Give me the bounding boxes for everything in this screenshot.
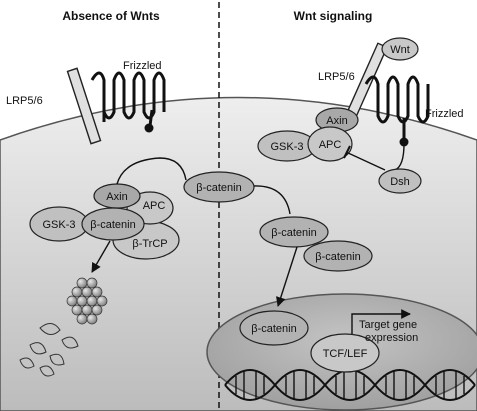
dsh-inhibition-line bbox=[345, 151, 386, 171]
header-absence-of-wnts: Absence of Wnts bbox=[62, 9, 160, 23]
wnt-label: Wnt bbox=[390, 44, 410, 56]
nuclear-bcatenin-protein bbox=[239, 310, 309, 346]
target-gene-label-line2: expression bbox=[365, 332, 418, 344]
target-gene-label-line1: Target gene bbox=[359, 319, 417, 331]
left-bcatenin-label: β-catenin bbox=[90, 219, 135, 231]
right-bcatenin-protein-1 bbox=[259, 216, 329, 248]
left-bcatenin-protein bbox=[81, 207, 145, 241]
header-wnt-signaling: Wnt signaling bbox=[294, 9, 373, 23]
right-axin-label: Axin bbox=[326, 115, 347, 127]
right-destruction-complex bbox=[257, 107, 359, 162]
wnt-ligand bbox=[381, 37, 419, 61]
right-apc-label: APC bbox=[319, 139, 342, 151]
dsh-label: Dsh bbox=[390, 176, 410, 188]
degradation-fragments bbox=[19, 323, 79, 377]
tcf-lef-label: TCF/LEF bbox=[323, 348, 368, 360]
right-bcatenin-label-1: β-catenin bbox=[271, 227, 316, 239]
left-destruction-complex bbox=[29, 183, 180, 260]
tcf-lef-protein bbox=[310, 333, 380, 373]
right-apc-protein bbox=[307, 126, 353, 162]
dsh-inhibition-bar bbox=[343, 145, 351, 159]
left-frizzled-label: Frizzled bbox=[123, 60, 162, 72]
left-lrp-label: LRP5/6 bbox=[6, 95, 43, 107]
nuclear-bcatenin-label: β-catenin bbox=[251, 323, 296, 335]
dsh-protein bbox=[378, 168, 422, 194]
left-gsk3-label: GSK-3 bbox=[42, 219, 75, 231]
left-btrcp-label: β-TrCP bbox=[132, 238, 167, 250]
right-bcatenin-protein-2 bbox=[303, 240, 373, 272]
degradation-arrow bbox=[91, 240, 111, 273]
center-bcatenin-protein bbox=[183, 171, 255, 203]
pathway-line-left bbox=[116, 157, 187, 185]
right-lrp-label: LRP5/6 bbox=[318, 71, 355, 83]
nuclear-entry-arrow bbox=[276, 246, 298, 307]
dna-helix bbox=[224, 369, 476, 401]
center-bcatenin-label: β-catenin bbox=[196, 182, 241, 194]
transcription-arrow bbox=[351, 309, 411, 334]
pathway-line-right bbox=[253, 185, 291, 215]
proteasome bbox=[66, 277, 108, 325]
left-lrp-receptor bbox=[66, 67, 102, 145]
right-gsk3-label: GSK-3 bbox=[270, 141, 303, 153]
left-axin-label: Axin bbox=[106, 191, 127, 203]
right-bcatenin-label-2: β-catenin bbox=[315, 251, 360, 263]
right-frizzled-label: Frizzled bbox=[425, 108, 464, 120]
right-frizzled-tail bbox=[399, 137, 409, 147]
left-apc-label: APC bbox=[143, 200, 166, 212]
left-frizzled-tail bbox=[144, 123, 154, 133]
left-frizzled-receptor bbox=[90, 71, 166, 127]
right-frizzled-receptor bbox=[364, 75, 430, 140]
